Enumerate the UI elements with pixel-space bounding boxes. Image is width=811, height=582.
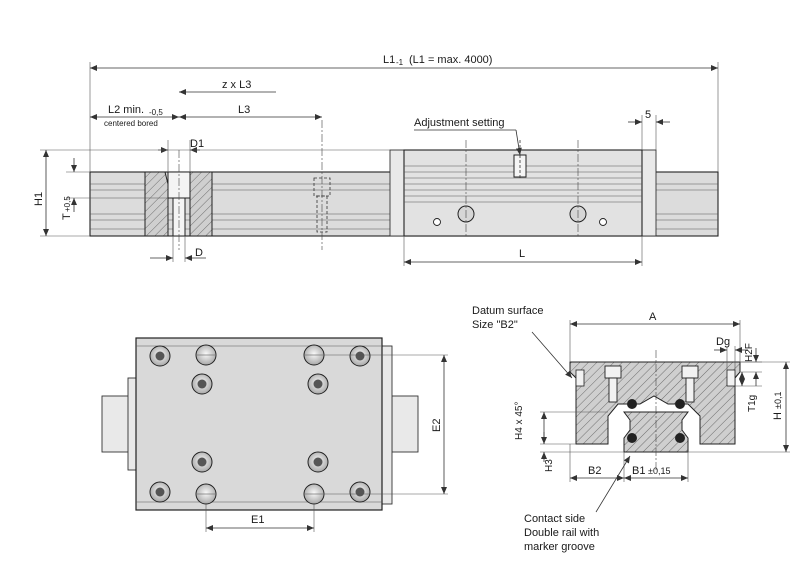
torx-screw <box>349 345 371 367</box>
l2-note: centered bored <box>104 119 158 128</box>
double-rail-label: Double rail with <box>524 527 599 539</box>
a-label: A <box>649 311 657 323</box>
datum-surface-label: Datum surface <box>472 305 544 317</box>
l-label: L <box>519 248 525 260</box>
rail-end-right <box>391 395 419 453</box>
grease-nipple <box>433 218 441 226</box>
ball-bearing <box>675 399 685 409</box>
zxl3-label: z x L3 <box>222 79 251 91</box>
ball-bearing <box>627 399 637 409</box>
h1-label: H1 <box>33 192 45 206</box>
t1g-label: T1g <box>747 395 758 412</box>
contact-side-label: Contact side <box>524 513 585 525</box>
cross-section-view: Datum surface Size "B2" A Dg H2F T1g H ±… <box>472 305 790 553</box>
marker-groove-label: marker groove <box>524 541 595 553</box>
l2-label: L2 min. <box>108 104 144 116</box>
h-label: H <box>772 412 784 420</box>
section-screw <box>681 365 699 379</box>
section-screw <box>604 365 622 379</box>
l1-note: (L1 = max. 4000) <box>409 54 492 66</box>
e1-label: E1 <box>251 514 264 526</box>
carriage-plan-view: E1 E2 <box>101 337 448 532</box>
carriage-end-left <box>389 149 405 237</box>
h-tolerance: ±0,1 <box>773 392 783 409</box>
torx-screw <box>307 451 329 473</box>
carriage-top <box>135 337 383 511</box>
d1-label: D1 <box>190 138 204 150</box>
torx-screw <box>191 373 213 395</box>
rail-section-hatch <box>144 171 169 237</box>
adjustment-setting-label: Adjustment setting <box>414 117 505 129</box>
l1-label: L1 <box>383 54 395 66</box>
mounting-hole <box>303 344 325 366</box>
grease-nipple <box>599 218 607 226</box>
b1-label: B1 <box>632 465 645 477</box>
e2-label: E2 <box>431 419 443 432</box>
mounting-hole <box>195 483 217 505</box>
torx-screw <box>307 373 329 395</box>
torx-screw <box>349 481 371 503</box>
b2-label: B2 <box>588 465 601 477</box>
ball-bearing <box>627 433 637 443</box>
top-dimensions: L1 -1 (L1 = max. 4000) z x L3 L2 min. -0… <box>33 54 719 266</box>
carriage-side-view <box>389 140 657 237</box>
h4-label: H4 x 45° <box>514 402 525 440</box>
b1-tolerance: ±0,15 <box>648 466 670 476</box>
t-label: T <box>61 213 73 220</box>
l1-tolerance: -1 <box>396 58 404 67</box>
h3-label: H3 <box>544 459 555 472</box>
torx-screw <box>149 345 171 367</box>
mounting-hole <box>195 344 217 366</box>
dg-label: Dg <box>716 336 730 348</box>
datum-size-label: Size "B2" <box>472 319 518 331</box>
d-label: D <box>195 247 203 259</box>
l3-label: L3 <box>238 104 250 116</box>
torx-screw <box>191 451 213 473</box>
h2f-label: H2F <box>744 343 755 362</box>
torx-screw <box>149 481 171 503</box>
mounting-hole <box>303 483 325 505</box>
t-tolerance: +0,5 <box>63 196 72 212</box>
carriage-end-right <box>641 149 657 237</box>
ball-bearing <box>675 433 685 443</box>
rail-end-left <box>101 395 131 453</box>
l2-tolerance: -0,5 <box>149 108 163 117</box>
five-label: 5 <box>645 109 651 121</box>
